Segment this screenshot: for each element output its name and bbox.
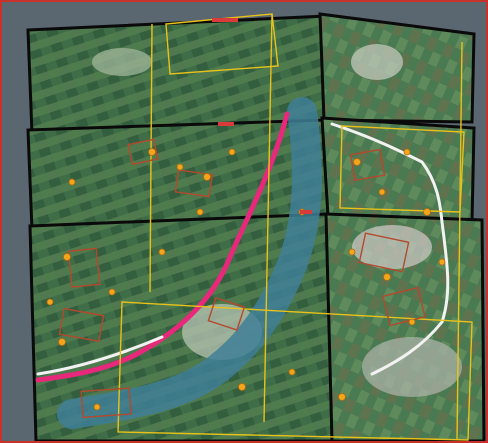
circle-marker-icon: [63, 253, 71, 261]
circle-marker-icon: [378, 188, 386, 196]
circle-marker-icon: [403, 148, 411, 156]
circle-marker-icon: [108, 288, 116, 296]
circle-marker-icon: [238, 383, 246, 391]
circle-marker-icon: [196, 208, 204, 216]
parcel-outlines: [58, 138, 426, 419]
circle-marker-icon: [423, 208, 431, 216]
circle-marker-icon: [353, 158, 361, 166]
circle-marker-icon: [176, 163, 184, 171]
circle-marker-icon: [348, 248, 356, 256]
feature-points: [46, 148, 446, 411]
circle-marker-icon: [288, 368, 296, 376]
secondary-roads: [36, 122, 450, 376]
river: [57, 97, 322, 429]
redline-markers: [212, 18, 312, 214]
circle-marker-icon: [148, 148, 156, 156]
circle-marker-icon: [408, 318, 416, 326]
circle-marker-icon: [438, 258, 446, 266]
circle-marker-icon: [158, 248, 166, 256]
tile-row2-right: [320, 116, 476, 224]
tile-row3-left: [28, 212, 334, 441]
circle-marker-icon: [58, 338, 66, 346]
circle-marker-icon: [228, 148, 236, 156]
circle-marker-icon: [68, 178, 76, 186]
tile-row1-left: [26, 14, 330, 136]
circle-marker-icon: [338, 393, 346, 401]
circle-marker-icon: [46, 298, 54, 306]
circle-marker-icon: [93, 403, 101, 411]
circle-marker-icon: [383, 273, 391, 281]
circle-marker-icon: [203, 173, 211, 181]
